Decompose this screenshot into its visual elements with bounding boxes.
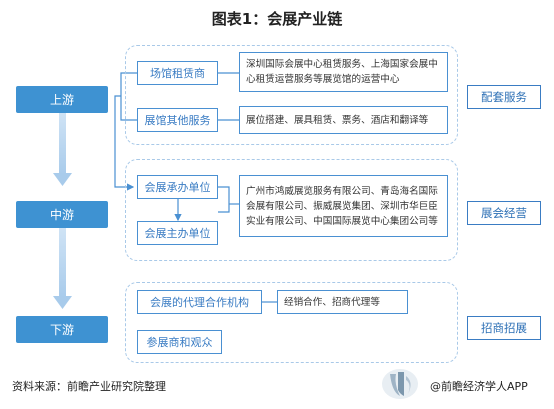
section-midstream [125,159,458,261]
detail-venue-rental-text: 深圳国际会展中心租赁服务、上海国家会展中心租赁运营服务等展览馆的运营中心 [246,59,438,85]
source-note: 资料来源：前瞻产业研究院整理 [12,380,166,393]
detail-venue-rental: 深圳国际会展中心租赁服务、上海国家会展中心租赁运营服务等展览馆的运营中心 [239,52,448,92]
stage-arrow-mid-down [53,228,72,309]
service-midstream: 展会经营 [467,201,541,225]
detail-agency: 经销合作、招商代理等 [277,290,408,314]
stage-arrow-up-mid [53,113,72,186]
detail-organizer-text: 广州市鸿威展览服务有限公司、青岛海名国际会展有限公司、振威展览集团、深圳市华巨臣… [246,185,438,227]
detail-venue-other-services-text: 展位搭建、展具租赁、票务、酒店和翻译等 [246,114,429,126]
stage-downstream: 下游 [16,316,108,343]
page-title: 图表1：会展产业链 [211,10,343,28]
node-organizer: 会展承办单位 [137,175,218,199]
brand-label: @前瞻经济学人APP [430,380,528,393]
node-venue-rental: 场馆租赁商 [137,61,218,85]
detail-agency-text: 经销合作、招商代理等 [284,296,380,308]
service-downstream: 招商招展 [467,316,541,340]
stage-upstream: 上游 [16,86,108,113]
section-upstream [125,45,458,145]
brand-logo-icon [382,369,418,399]
node-participants: 参展商和观众 [137,330,222,354]
detail-organizer: 广州市鸿威展览服务有限公司、青岛海名国际会展有限公司、振威展览集团、深圳市华巨臣… [239,175,448,237]
section-downstream [125,282,458,363]
service-upstream: 配套服务 [467,85,541,109]
node-venue-other-services: 展馆其他服务 [137,108,218,132]
detail-venue-other-services: 展位搭建、展具租赁、票务、酒店和翻译等 [239,106,448,134]
stage-midstream: 中游 [16,201,108,228]
node-host: 会展主办单位 [137,221,218,245]
node-agency: 会展的代理合作机构 [137,290,262,314]
